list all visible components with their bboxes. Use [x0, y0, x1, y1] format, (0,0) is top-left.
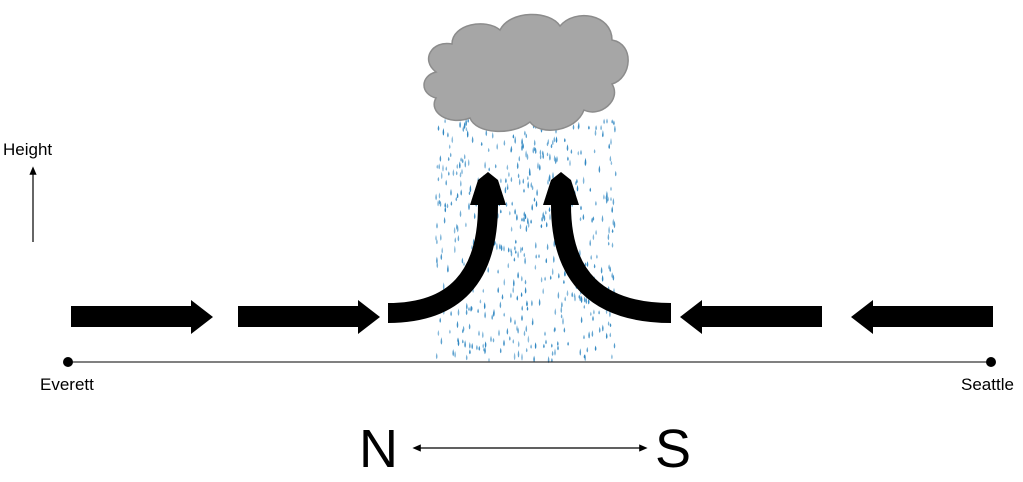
cloud-icon [423, 13, 629, 133]
location-label-everett: Everett [40, 375, 94, 394]
wind-arrow-north-2 [238, 300, 380, 334]
rising-air-arrow-left [387, 172, 506, 323]
direction-label-north: N [359, 419, 398, 479]
everett-marker [63, 357, 73, 367]
height-axis-label: Height [3, 140, 52, 159]
wind-arrow-south-1 [680, 300, 822, 334]
rising-air-arrow-right [543, 172, 672, 323]
location-label-seattle: Seattle [961, 375, 1014, 394]
wind-arrow-north-1 [71, 300, 213, 334]
direction-label-south: S [655, 419, 691, 479]
wind-arrow-south-2 [851, 300, 993, 334]
rain-icon [435, 118, 617, 364]
seattle-marker [986, 357, 996, 367]
